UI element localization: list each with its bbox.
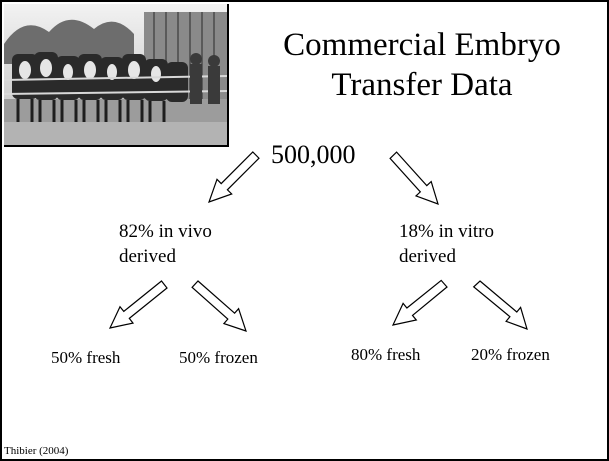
in-vivo-frozen-label: 50% frozen [179, 348, 258, 367]
arrow-in-vivo-to-frozen [191, 280, 247, 332]
in-vitro-fresh-label: 80% fresh [351, 345, 421, 364]
arrow-in-vitro-to-fresh [391, 279, 448, 326]
in-vitro-frozen-label: 20% frozen [471, 345, 550, 364]
cattle-herd-photo [4, 4, 229, 147]
arrow-in-vitro-to-frozen [472, 280, 528, 330]
arrow-root-to-in-vivo [208, 151, 260, 203]
root-total-value: 500,000 [271, 140, 356, 169]
slide-title-line-2: Transfer Data [331, 67, 513, 103]
slide-title-line-1: Commercial Embryo [283, 27, 561, 63]
arrow-root-to-in-vitro [389, 151, 439, 205]
in-vivo-fresh-label: 50% fresh [51, 348, 121, 367]
in-vitro-label-line-1: 18% in vitro [399, 221, 494, 242]
citation-footer: Thibier (2004) [4, 445, 69, 457]
in-vivo-label-line-1: 82% in vivo [119, 221, 212, 242]
arrow-in-vivo-to-fresh [108, 280, 168, 329]
in-vivo-label-line-2: derived [119, 246, 176, 267]
in-vitro-label-line-2: derived [399, 246, 456, 267]
cattle-photo-image [4, 4, 227, 145]
